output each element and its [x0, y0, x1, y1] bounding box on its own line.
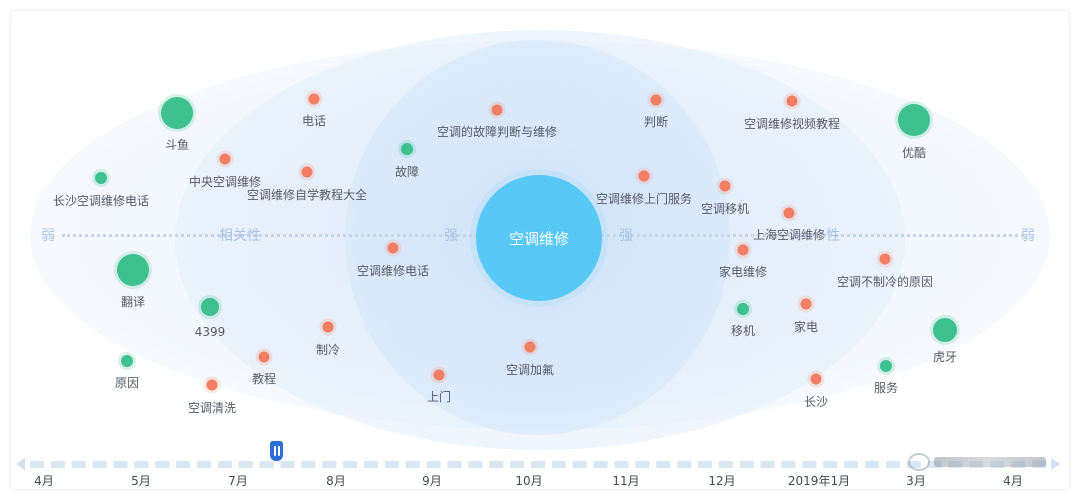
wechat-icon — [908, 453, 930, 471]
axis-weak-right: 弱 — [1021, 228, 1035, 244]
keyword-label[interactable]: 制冷 — [315, 343, 341, 357]
keyword-dot[interactable] — [898, 104, 930, 136]
center-keyword-bubble[interactable]: 空调维修 — [476, 175, 602, 301]
axis-strong-left: 强 — [444, 228, 458, 244]
axis-strong-right: 强 — [619, 228, 633, 244]
keyword-dot[interactable] — [638, 170, 650, 182]
keyword-label[interactable]: 空调维修视频教程 — [743, 117, 841, 131]
keyword-dot[interactable] — [322, 321, 334, 333]
timeline-slider[interactable] — [16, 458, 1060, 470]
keyword-label[interactable]: 空调维修上门服务 — [595, 192, 693, 206]
keyword-label[interactable]: 空调的故障判断与维修 — [436, 125, 558, 139]
keyword-label[interactable]: 空调维修自学教程大全 — [246, 188, 368, 202]
keyword-dot[interactable] — [401, 143, 413, 155]
watermark-bar — [934, 457, 1046, 467]
keyword-label[interactable]: 空调清洗 — [187, 401, 237, 415]
keyword-label[interactable]: 原因 — [114, 376, 140, 390]
keyword-label[interactable]: 故障 — [394, 165, 420, 179]
timeline-handle[interactable] — [270, 441, 283, 461]
timeline-next-arrow-icon[interactable] — [1051, 458, 1060, 470]
keyword-dot[interactable] — [491, 104, 503, 116]
keyword-label[interactable]: 空调维修电话 — [356, 264, 430, 278]
keyword-label[interactable]: 空调加氟 — [505, 363, 555, 377]
keyword-dot[interactable] — [933, 318, 957, 342]
watermark-logo — [908, 451, 1046, 473]
keyword-dot[interactable] — [737, 244, 749, 256]
keyword-label[interactable]: 空调不制冷的原因 — [836, 275, 934, 289]
keyword-dot[interactable] — [201, 298, 219, 316]
keyword-label[interactable]: 判断 — [643, 115, 669, 129]
timeline-month-label[interactable]: 10月 — [515, 474, 543, 488]
keyword-label[interactable]: 家电 — [793, 320, 819, 334]
axis-relevance-label-right: 性 — [826, 228, 840, 244]
keyword-label[interactable]: 4399 — [194, 325, 226, 339]
chart-frame — [10, 10, 1070, 490]
keyword-label[interactable]: 家电维修 — [718, 265, 768, 279]
keyword-dot[interactable] — [800, 298, 812, 310]
timeline-month-label[interactable]: 11月 — [612, 474, 640, 488]
keyword-dot[interactable] — [719, 180, 731, 192]
keyword-dot[interactable] — [387, 242, 399, 254]
timeline-track[interactable] — [30, 461, 1046, 468]
keyword-dot[interactable] — [783, 207, 795, 219]
keyword-dot[interactable] — [737, 303, 749, 315]
timeline-month-label[interactable]: 5月 — [131, 474, 151, 488]
timeline-month-label[interactable]: 12月 — [708, 474, 736, 488]
axis-weak-left: 弱 — [41, 228, 55, 244]
axis-relevance-label: 相关性 — [219, 228, 261, 244]
keyword-dot[interactable] — [219, 153, 231, 165]
keyword-label[interactable]: 教程 — [251, 372, 277, 386]
keyword-dot[interactable] — [810, 373, 822, 385]
keyword-label[interactable]: 移机 — [730, 324, 756, 338]
keyword-label[interactable]: 电话 — [301, 114, 327, 128]
keyword-dot[interactable] — [206, 379, 218, 391]
keyword-dot[interactable] — [650, 94, 662, 106]
keyword-label[interactable]: 翻译 — [120, 295, 146, 309]
keyword-dot[interactable] — [524, 341, 536, 353]
keyword-label[interactable]: 斗鱼 — [164, 138, 190, 152]
timeline-month-label[interactable]: 7月 — [228, 474, 248, 488]
timeline-month-label[interactable]: 3月 — [906, 474, 926, 488]
keyword-dot[interactable] — [161, 97, 193, 129]
timeline-month-label[interactable]: 2019年1月 — [787, 474, 851, 488]
keyword-dot[interactable] — [308, 93, 320, 105]
keyword-dot[interactable] — [95, 172, 107, 184]
keyword-label[interactable]: 长沙空调维修电话 — [52, 194, 150, 208]
keyword-label[interactable]: 空调移机 — [700, 202, 750, 216]
keyword-dot[interactable] — [117, 254, 149, 286]
keyword-dot[interactable] — [301, 166, 313, 178]
keyword-dot[interactable] — [121, 355, 133, 367]
timeline-month-label[interactable]: 4月 — [1003, 474, 1023, 488]
keyword-label[interactable]: 上海空调维修 — [752, 228, 826, 242]
timeline-month-label[interactable]: 8月 — [326, 474, 346, 488]
timeline-month-label[interactable]: 4月 — [34, 474, 54, 488]
keyword-dot[interactable] — [433, 369, 445, 381]
keyword-label[interactable]: 中央空调维修 — [188, 175, 262, 189]
keyword-label[interactable]: 优酷 — [901, 146, 927, 160]
keyword-dot[interactable] — [880, 360, 892, 372]
keyword-dot[interactable] — [786, 95, 798, 107]
keyword-label[interactable]: 长沙 — [803, 395, 829, 409]
keyword-label[interactable]: 服务 — [873, 381, 899, 395]
grip-icon — [277, 446, 280, 456]
timeline-prev-arrow-icon[interactable] — [16, 458, 25, 470]
timeline-month-label[interactable]: 9月 — [422, 474, 442, 488]
grip-icon — [273, 446, 276, 456]
keyword-label[interactable]: 虎牙 — [932, 350, 958, 364]
keyword-dot[interactable] — [258, 351, 270, 363]
keyword-dot[interactable] — [879, 253, 891, 265]
keyword-label[interactable]: 上门 — [426, 390, 452, 404]
